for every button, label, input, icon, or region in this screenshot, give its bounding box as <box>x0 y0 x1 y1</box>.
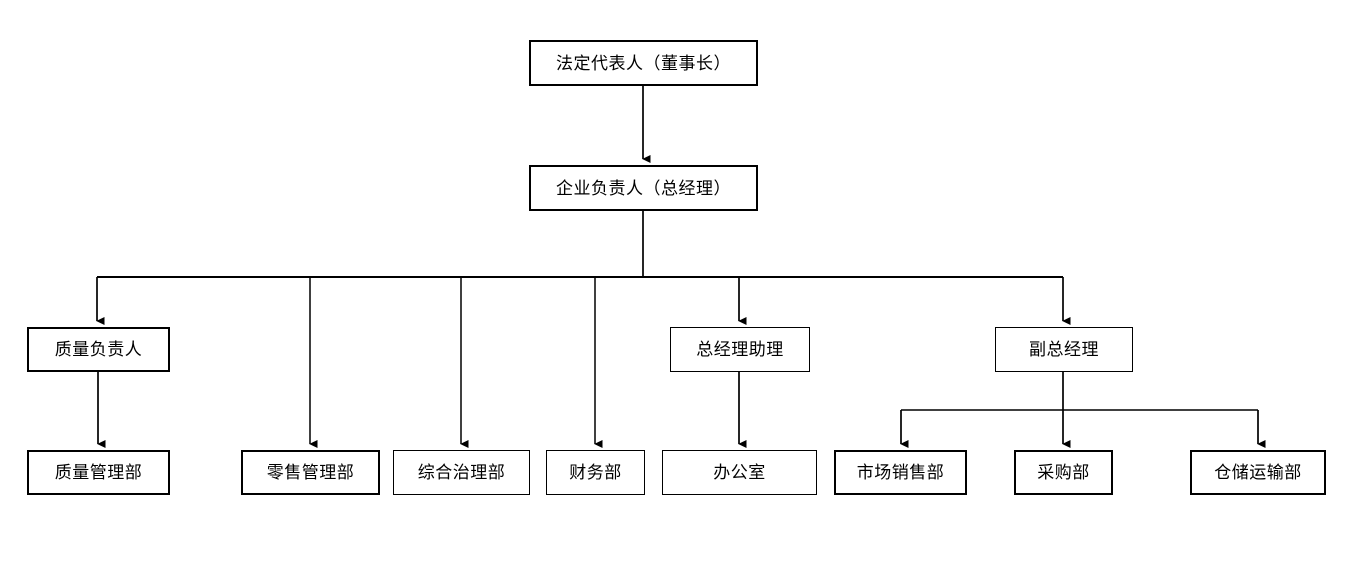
node-warehouse-transport-dept[interactable]: 仓储运输部 <box>1190 450 1326 495</box>
node-quality-management-dept[interactable]: 质量管理部 <box>27 450 170 495</box>
node-label-retail-management-dept: 零售管理部 <box>266 463 355 482</box>
node-label-general-manager: 企业负责人（总经理） <box>556 178 731 198</box>
node-label-quality-officer: 质量负责人 <box>54 340 143 359</box>
node-gm-assistant[interactable]: 总经理助理 <box>670 327 810 372</box>
node-label-gm-assistant: 总经理助理 <box>696 340 784 359</box>
node-finance-dept[interactable]: 财务部 <box>546 450 645 495</box>
node-deputy-general-manager[interactable]: 副总经理 <box>995 327 1133 372</box>
node-label-purchasing-dept: 采购部 <box>1037 463 1090 482</box>
node-label-legal-representative: 法定代表人（董事长） <box>556 53 731 73</box>
node-purchasing-dept[interactable]: 采购部 <box>1014 450 1113 495</box>
node-label-market-sales-dept: 市场销售部 <box>856 463 945 482</box>
node-label-office: 办公室 <box>713 463 766 482</box>
node-label-comprehensive-governance-dept: 综合治理部 <box>417 463 506 482</box>
node-label-quality-management-dept: 质量管理部 <box>54 463 143 482</box>
node-general-manager[interactable]: 企业负责人（总经理） <box>529 165 758 211</box>
node-label-finance-dept: 财务部 <box>569 463 622 482</box>
node-quality-officer[interactable]: 质量负责人 <box>27 327 170 372</box>
node-label-deputy-general-manager: 副总经理 <box>1029 340 1099 359</box>
node-label-warehouse-transport-dept: 仓储运输部 <box>1214 463 1302 482</box>
node-retail-management-dept[interactable]: 零售管理部 <box>241 450 380 495</box>
node-office[interactable]: 办公室 <box>662 450 817 495</box>
node-market-sales-dept[interactable]: 市场销售部 <box>834 450 967 495</box>
node-comprehensive-governance-dept[interactable]: 综合治理部 <box>393 450 530 495</box>
node-legal-representative[interactable]: 法定代表人（董事长） <box>529 40 758 86</box>
